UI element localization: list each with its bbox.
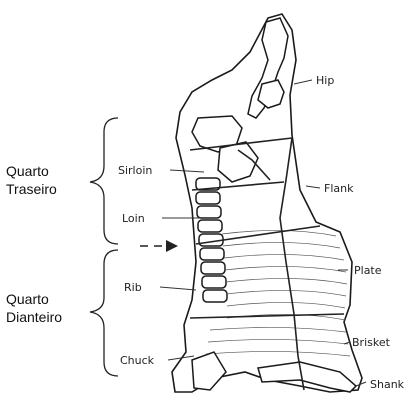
group-fore-line2: Dianteiro xyxy=(6,309,62,325)
label-sirloin: Sirloin xyxy=(118,164,152,177)
label-loin: Loin xyxy=(122,212,145,225)
group-hind-line1: Quarto xyxy=(6,163,49,179)
label-rib: Rib xyxy=(124,281,142,294)
brace-hind xyxy=(90,118,118,244)
label-hip: Hip xyxy=(316,74,334,87)
division-arrow xyxy=(140,240,178,252)
label-chuck: Chuck xyxy=(120,354,155,367)
label-brisket: Brisket xyxy=(352,336,391,349)
label-plate: Plate xyxy=(354,264,382,277)
label-flank: Flank xyxy=(324,182,354,195)
label-shank: Shank xyxy=(370,378,405,391)
brace-fore xyxy=(90,250,118,376)
hip-bone xyxy=(258,80,284,108)
group-hind-line2: Traseiro xyxy=(6,181,57,197)
group-fore-line1: Quarto xyxy=(6,291,49,307)
